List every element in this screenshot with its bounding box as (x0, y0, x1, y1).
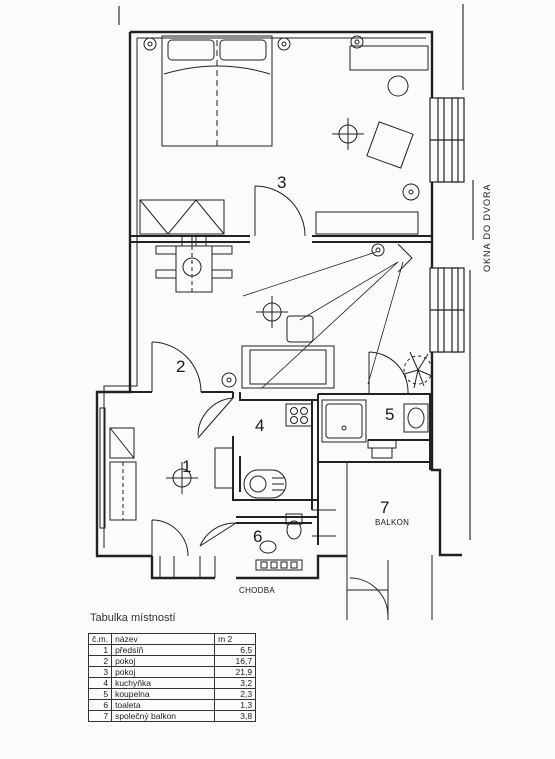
table-row: 6 toaleta 1,3 (87, 699, 257, 711)
table-row: 7 společný balkon 3,8 (87, 710, 257, 722)
row-number: 6 (87, 699, 113, 711)
room-number-1: 1 (182, 457, 191, 476)
row-area: 3,2 (214, 677, 257, 689)
row-name: koupelna (111, 688, 216, 700)
row-area: 2,3 (214, 688, 257, 700)
corridor-label: CHODBA (239, 586, 275, 595)
room-number-4: 4 (255, 416, 264, 435)
table-row: 3 pokoj 21,9 (87, 666, 257, 678)
window-lower (429, 267, 465, 353)
header-name: název (111, 633, 216, 645)
row-area: 1,3 (214, 699, 257, 711)
double-bed (161, 35, 273, 147)
doors (151, 185, 409, 578)
row-number: 4 (87, 677, 113, 689)
room-number-6: 6 (253, 527, 262, 546)
row-name: toaleta (111, 699, 216, 711)
header-number: č.m. (87, 633, 113, 645)
row-area: 3,8 (214, 710, 257, 722)
row-name: pokoj (111, 666, 216, 678)
row-number: 2 (87, 655, 113, 667)
room-number-3: 3 (277, 173, 286, 192)
table-row: 4 kuchyňka 3,2 (87, 677, 257, 689)
row-number: 3 (87, 666, 113, 678)
row-number: 7 (87, 710, 113, 722)
balcony-label: BALKON (375, 518, 409, 527)
room-table-header: č.m. název m 2 (87, 633, 257, 645)
table-row: 5 koupelna 2,3 (87, 688, 257, 700)
header-area: m 2 (214, 633, 257, 645)
windows-to-courtyard-label: OKNA DO DVORA (482, 183, 492, 272)
window-upper (429, 97, 465, 183)
row-number: 1 (87, 644, 113, 656)
room-table-title: Tabulka místností (90, 612, 176, 624)
room-number-2: 2 (176, 357, 185, 376)
outer-walls (95, 30, 462, 580)
row-name: společný balkon (111, 710, 216, 722)
row-name: pokoj (111, 655, 216, 667)
row-name: předsíň (111, 644, 216, 656)
room-table: č.m. název m 2 1 předsíň 6,5 2 pokoj 16,… (87, 633, 257, 722)
table-row: 2 pokoj 16,7 (87, 655, 257, 667)
row-number: 5 (87, 688, 113, 700)
room-number-5: 5 (385, 405, 394, 424)
interior-walls (130, 235, 432, 545)
row-area: 6,5 (214, 644, 257, 656)
table-row: 1 předsíň 6,5 (87, 644, 257, 656)
row-area: 16,7 (214, 655, 257, 667)
row-name: kuchyňka (111, 677, 216, 689)
row-area: 21,9 (214, 666, 257, 678)
room-number-7: 7 (380, 498, 389, 517)
